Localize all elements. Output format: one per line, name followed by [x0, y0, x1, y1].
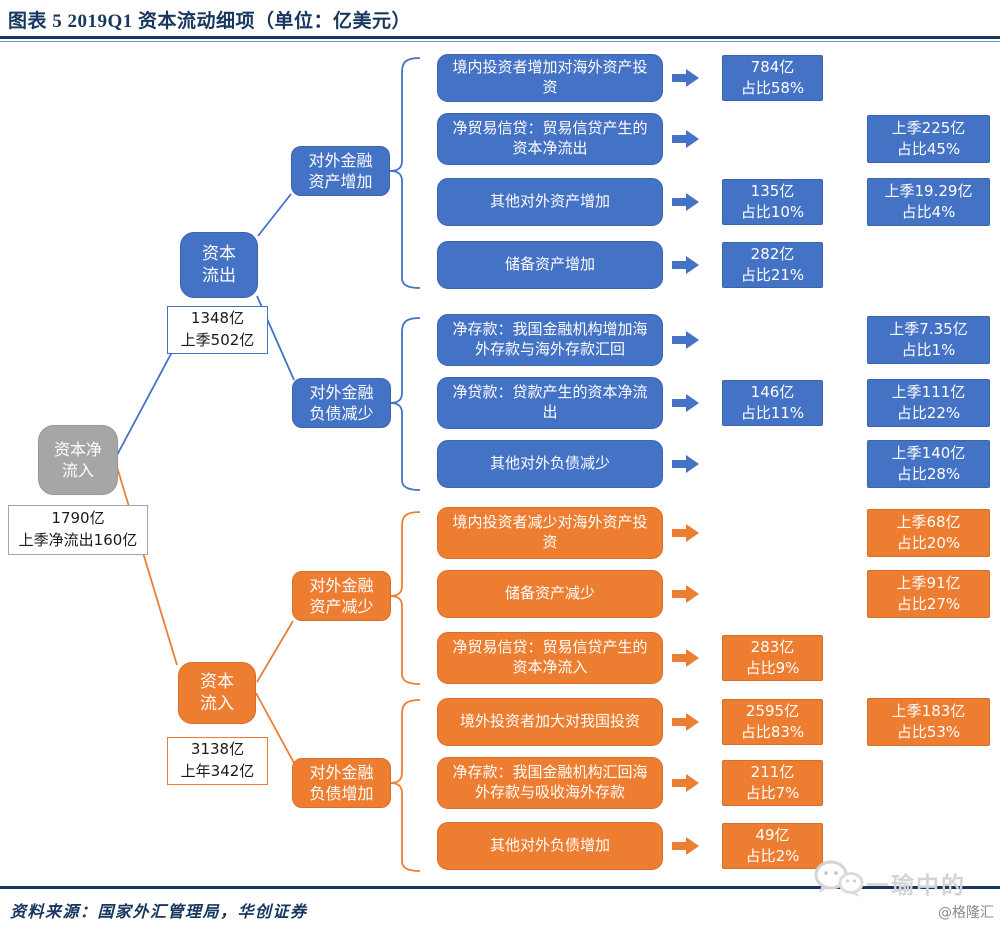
- right-arrow-icon: [672, 524, 699, 542]
- value-box: 283亿 占比9%: [722, 635, 823, 681]
- right-arrow-icon: [672, 585, 699, 603]
- node-external-liabilities-increase: 对外金融 负债增加: [292, 758, 391, 808]
- value-box: 49亿 占比2%: [722, 823, 823, 869]
- value-box: 146亿 占比11%: [722, 380, 823, 426]
- prev-quarter-box: 上季183亿 占比53%: [867, 698, 990, 746]
- right-arrow-icon: [672, 331, 699, 349]
- source-note: 资料来源：国家外汇管理局，华创证券: [10, 904, 308, 921]
- right-arrow-icon: [672, 837, 699, 855]
- watermark-name: 一瑜中的: [866, 873, 966, 899]
- prev-quarter-box: 上季91亿 占比27%: [867, 570, 990, 618]
- item-label: 其他对外负债减少: [437, 440, 663, 488]
- item-label: 其他对外资产增加: [437, 178, 663, 226]
- item-label: 净存款：我国金融机构汇回海外存款与吸收海外存款: [437, 757, 663, 809]
- right-arrow-icon: [672, 69, 699, 87]
- right-arrow-icon: [672, 774, 699, 792]
- item-label: 其他对外负债增加: [437, 822, 663, 870]
- item-label: 境内投资者减少对海外资产投资: [437, 507, 663, 559]
- item-label: 净贷款：贷款产生的资本净流出: [437, 377, 663, 429]
- node-external-assets-increase: 对外金融 资产增加: [291, 146, 390, 196]
- watermark-handle: @格隆汇: [938, 905, 994, 921]
- node-capital-inflow: 资本 流入: [178, 662, 256, 724]
- prev-quarter-box: 上季19.29亿 占比4%: [867, 178, 990, 226]
- footer-rule: [0, 886, 1000, 889]
- right-arrow-icon: [672, 193, 699, 211]
- node-net-capital-inflow: 资本净 流入: [38, 425, 118, 495]
- right-arrow-icon: [672, 256, 699, 274]
- prev-quarter-box: 上季225亿 占比45%: [867, 115, 990, 163]
- brace-assets-increase: [389, 57, 421, 289]
- value-box: 2595亿 占比83%: [722, 699, 823, 745]
- right-arrow-icon: [672, 649, 699, 667]
- item-label: 净贸易信贷：贸易信贷产生的资本净流入: [437, 632, 663, 684]
- value-box: 211亿 占比7%: [722, 760, 823, 806]
- right-arrow-icon: [672, 455, 699, 473]
- value-box: 282亿 占比21%: [722, 242, 823, 288]
- right-arrow-icon: [672, 394, 699, 412]
- item-label: 境内投资者增加对海外资产投资: [437, 54, 663, 102]
- prev-quarter-box: 上季140亿 占比28%: [867, 440, 990, 488]
- node-external-assets-decrease: 对外金融 资产减少: [292, 571, 391, 621]
- node-external-liabilities-decrease: 对外金融 负债减少: [292, 378, 391, 428]
- value-box: 784亿 占比58%: [722, 55, 823, 101]
- brace-liabilities-decrease: [389, 317, 421, 491]
- prev-quarter-box: 上季7.35亿 占比1%: [867, 316, 990, 364]
- item-label: 净存款：我国金融机构增加海外存款与海外存款汇回: [437, 314, 663, 366]
- title-rule-thick: [0, 36, 1000, 39]
- wechat-icon: [814, 860, 864, 897]
- node-capital-outflow: 资本 流出: [180, 232, 258, 298]
- figure-title: 图表 5 2019Q1 资本流动细项（单位：亿美元）: [8, 11, 412, 32]
- item-label: 储备资产减少: [437, 570, 663, 618]
- right-arrow-icon: [672, 130, 699, 148]
- value-box: 135亿 占比10%: [722, 179, 823, 225]
- prev-quarter-box: 上季68亿 占比20%: [867, 509, 990, 557]
- title-rule-thin: [0, 41, 1000, 42]
- note-capital-inflow: 3138亿 上年342亿: [167, 737, 268, 785]
- prev-quarter-box: 上季111亿 占比22%: [867, 379, 990, 427]
- item-label: 净贸易信贷：贸易信贷产生的资本净流出: [437, 113, 663, 165]
- watermark: 一瑜中的 @格隆汇: [812, 858, 1000, 921]
- note-capital-outflow: 1348亿 上季502亿: [167, 306, 268, 354]
- item-label: 境外投资者加大对我国投资: [437, 698, 663, 746]
- note-net-capital-inflow: 1790亿 上季净流出160亿: [8, 505, 148, 555]
- right-arrow-icon: [672, 713, 699, 731]
- brace-liabilities-increase: [389, 699, 421, 872]
- item-label: 储备资产增加: [437, 241, 663, 289]
- brace-assets-decrease: [389, 511, 421, 685]
